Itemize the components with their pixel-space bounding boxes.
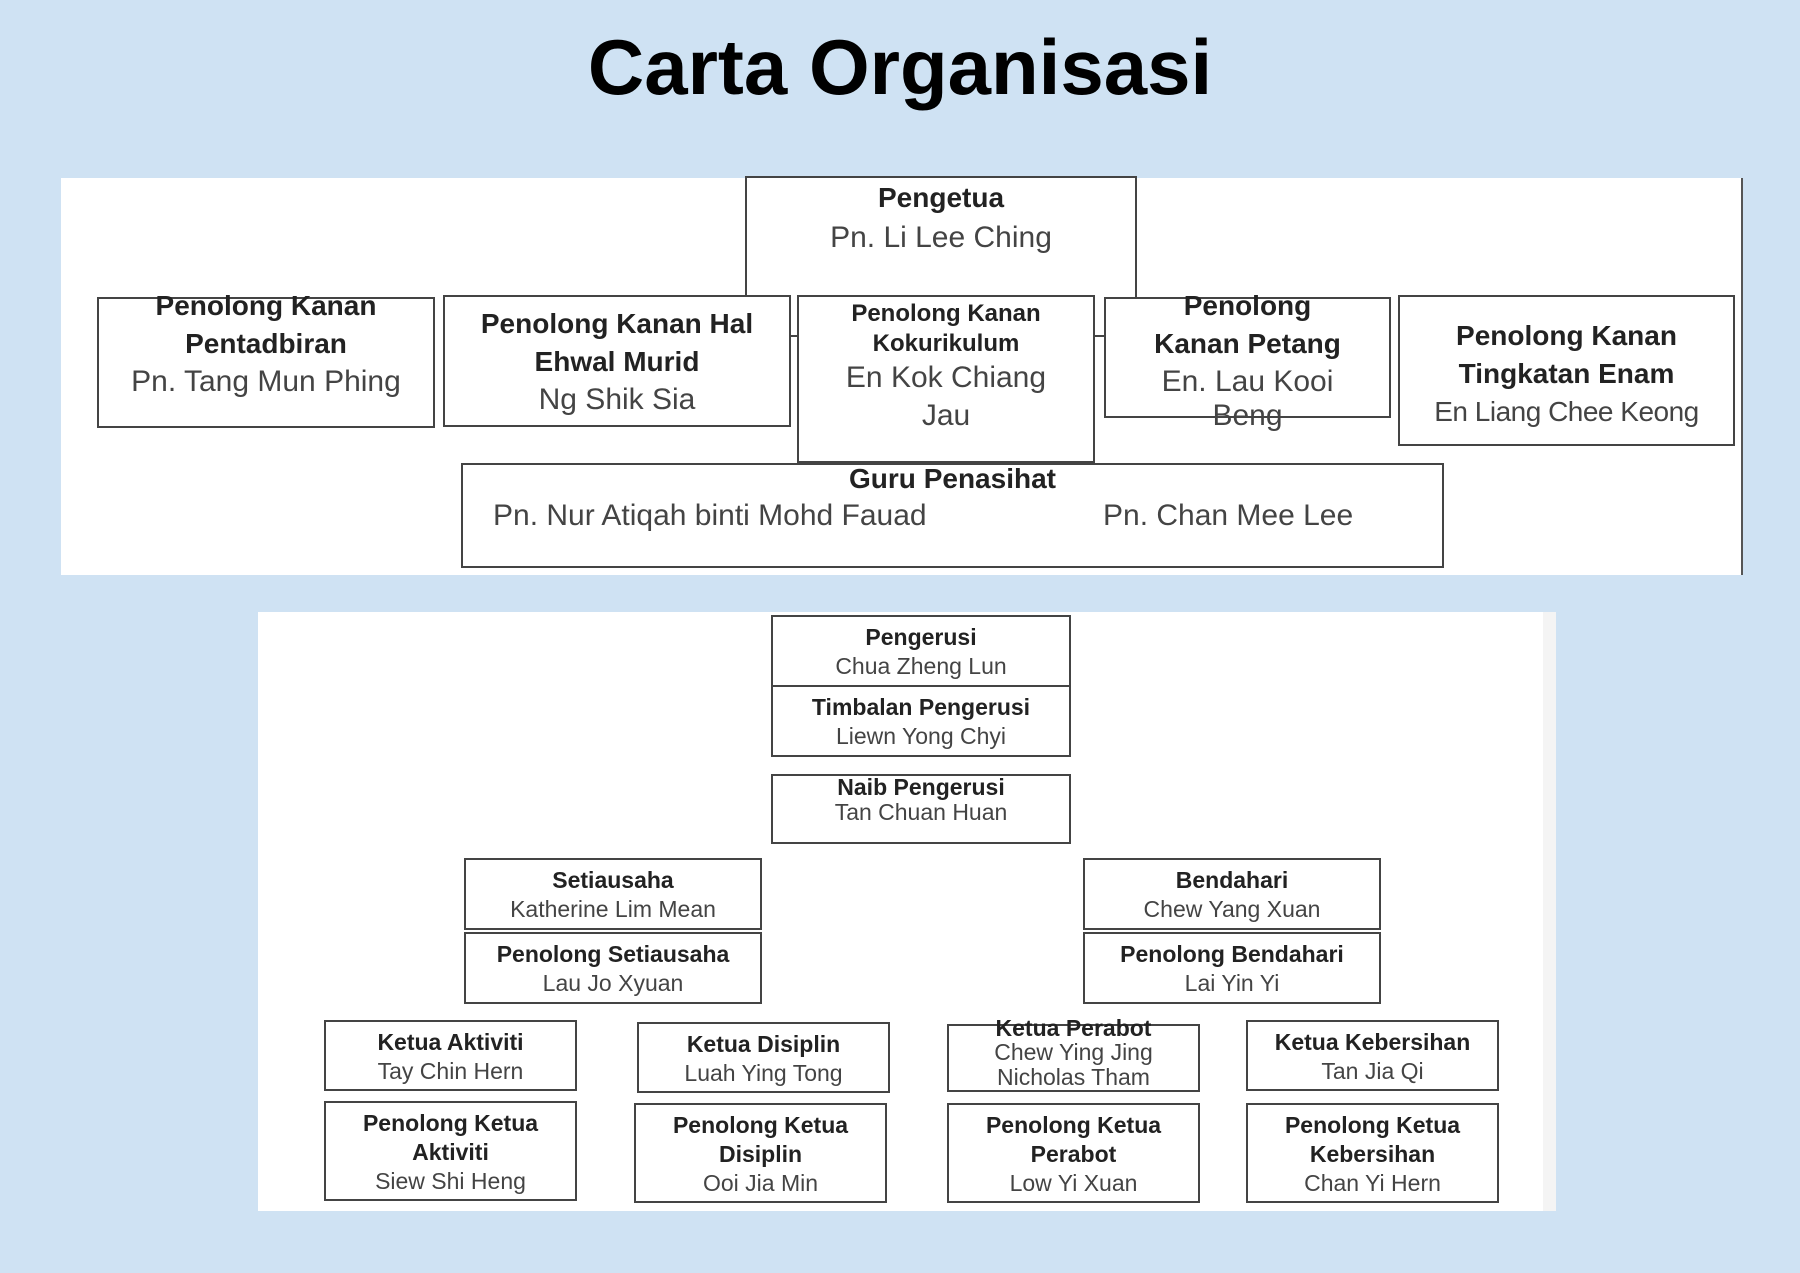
person-name: Nicholas Tham: [997, 1064, 1150, 1090]
person-name: Lai Yin Yi: [1184, 970, 1280, 996]
person-name: Pn. Chan Mee Lee: [1103, 499, 1354, 532]
teachers-org-chart: Pengetua Pn. Li Lee Ching Penolong Kanan…: [61, 176, 1743, 575]
role-label: Pengerusi: [865, 624, 977, 650]
person-name: Katherine Lim Mean: [510, 896, 716, 922]
person-name: En. Lau Kooi: [1161, 365, 1334, 398]
role-label: Pentadbiran: [185, 328, 347, 359]
org-box-senior-assistant-form-six: Penolong Kanan Tingkatan Enam En Liang C…: [1398, 295, 1735, 446]
role-label: Penolong Bendahari: [1120, 941, 1344, 967]
person-name: En Liang Chee Keong: [1434, 396, 1699, 427]
role-label: Ketua Disiplin: [686, 1031, 841, 1057]
connector-line: [1092, 335, 1104, 337]
role-label: Penolong Kanan: [851, 300, 1041, 327]
org-box-senior-assistant-afternoon: Penolong Kanan Petang En. Lau Kooi Beng: [1104, 290, 1391, 432]
org-box-senior-assistant-cocurriculum: Penolong Kanan Kokurikulum En Kok Chiang…: [797, 295, 1095, 463]
person-name: Ng Shik Sia: [538, 383, 696, 416]
person-name: Chew Ying Jing: [994, 1039, 1153, 1065]
role-label: Setiausaha: [552, 867, 674, 893]
person-name: Beng: [1212, 399, 1283, 432]
role-label: Kanan Petang: [1154, 328, 1341, 359]
person-name: Ooi Jia Min: [702, 1170, 819, 1196]
org-box-senior-assistant-admin: Penolong Kanan Pentadbiran Pn. Tang Mun …: [97, 290, 435, 428]
person-name: Luah Ying Tong: [684, 1060, 843, 1086]
person-name: Siew Shi Heng: [375, 1168, 526, 1194]
role-label: Naib Pengerusi: [837, 774, 1005, 800]
org-box-assistant-treasurer: Penolong Bendahari Lai Yin Yi: [1083, 932, 1381, 1004]
role-label: Perabot: [1030, 1141, 1117, 1167]
role-label: Penolong Ketua: [672, 1112, 849, 1138]
person-name: Liewn Yong Chyi: [835, 723, 1007, 749]
role-label: Penolong Setiausaha: [496, 941, 730, 967]
role-label: Disiplin: [718, 1141, 803, 1167]
org-box-deputy-chairman: Timbalan Pengerusi Liewn Yong Chyi: [771, 685, 1071, 757]
org-box-secretary: Setiausaha Katherine Lim Mean: [464, 858, 762, 930]
org-box-assistant-head-cleanliness: Penolong Ketua Kebersihan Chan Yi Hern: [1246, 1103, 1499, 1203]
org-box-assistant-secretary: Penolong Setiausaha Lau Jo Xyuan: [464, 932, 762, 1004]
role-label: Tingkatan Enam: [1458, 358, 1675, 389]
person-name: Tan Chuan Huan: [834, 799, 1008, 825]
role-label: Kokurikulum: [872, 330, 1020, 357]
person-name: Chan Yi Hern: [1304, 1170, 1441, 1196]
person-name: Pn. Li Lee Ching: [830, 221, 1052, 254]
person-name: Low Yi Xuan: [1009, 1170, 1138, 1196]
org-box-assistant-head-activities: Penolong Ketua Aktiviti Siew Shi Heng: [324, 1101, 577, 1201]
role-label: Penolong: [1183, 290, 1312, 321]
role-label: Penolong Kanan Hal: [480, 308, 754, 339]
role-label: Aktiviti: [412, 1139, 489, 1165]
committee-org-chart: Pengerusi Chua Zheng Lun Timbalan Penger…: [258, 612, 1556, 1211]
role-label: Penolong Ketua: [362, 1110, 539, 1136]
role-label: Timbalan Pengerusi: [811, 694, 1031, 720]
person-name: Lau Jo Xyuan: [542, 970, 684, 996]
role-label: Pengetua: [877, 182, 1005, 213]
person-name: Pn. Nur Atiqah binti Mohd Fauad: [493, 499, 927, 532]
org-box-head-furniture: Ketua Perabot Chew Ying Jing Nicholas Th…: [947, 1017, 1200, 1092]
person-name: En Kok Chiang: [845, 361, 1047, 394]
org-box-chairman: Pengerusi Chua Zheng Lun: [771, 615, 1071, 687]
org-box-assistant-head-furniture: Penolong Ketua Perabot Low Yi Xuan: [947, 1103, 1200, 1203]
org-box-advisors: Guru Penasihat Pn. Nur Atiqah binti Mohd…: [461, 463, 1444, 568]
role-label: Ketua Perabot: [995, 1015, 1152, 1041]
org-box-assistant-head-discipline: Penolong Ketua Disiplin Ooi Jia Min: [634, 1103, 887, 1203]
role-label: Penolong Kanan: [155, 290, 377, 321]
role-label: Ketua Kebersihan: [1274, 1029, 1471, 1055]
role-label: Penolong Ketua: [985, 1112, 1162, 1138]
org-box-senior-assistant-student-affairs: Penolong Kanan Hal Ehwal Murid Ng Shik S…: [443, 295, 791, 427]
org-box-treasurer: Bendahari Chew Yang Xuan: [1083, 858, 1381, 930]
person-name: Chua Zheng Lun: [835, 653, 1007, 679]
org-box-vice-chairman: Naib Pengerusi Tan Chuan Huan: [771, 774, 1071, 844]
person-name: Pn. Tang Mun Phing: [131, 365, 401, 398]
role-label: Bendahari: [1175, 867, 1289, 893]
org-box-head-discipline: Ketua Disiplin Luah Ying Tong: [637, 1022, 890, 1093]
role-label: Ketua Aktiviti: [377, 1029, 524, 1055]
org-box-head-cleanliness: Ketua Kebersihan Tan Jia Qi: [1246, 1020, 1499, 1091]
role-label: Penolong Kanan: [1456, 320, 1677, 351]
role-label: Penolong Ketua: [1284, 1112, 1461, 1138]
role-label: Ehwal Murid: [534, 346, 700, 377]
person-name: Jau: [921, 399, 971, 432]
page-title: Carta Organisasi: [587, 23, 1213, 111]
role-label: Guru Penasihat: [849, 463, 1056, 494]
person-name: Tay Chin Hern: [377, 1058, 524, 1084]
org-box-principal: Pengetua Pn. Li Lee Ching: [745, 176, 1137, 300]
role-label: Kebersihan: [1309, 1141, 1436, 1167]
org-box-head-activities: Ketua Aktiviti Tay Chin Hern: [324, 1020, 577, 1091]
person-name: Tan Jia Qi: [1321, 1058, 1424, 1084]
person-name: Chew Yang Xuan: [1143, 896, 1321, 922]
